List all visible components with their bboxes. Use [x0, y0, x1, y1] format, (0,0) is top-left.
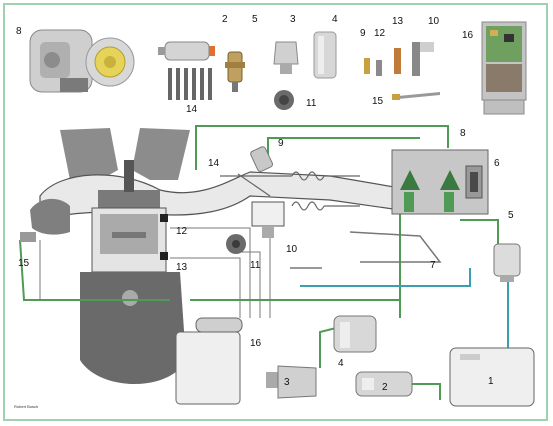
- component-label: 13: [176, 262, 188, 273]
- component-label: 12: [374, 28, 386, 39]
- component-label: 14: [208, 158, 220, 169]
- canister-icon: [175, 317, 243, 405]
- component-label: 12: [176, 226, 188, 237]
- component-label: 10: [286, 244, 298, 255]
- air-line: [220, 171, 360, 211]
- fuel-filter-icon: [266, 365, 317, 399]
- accumulator-icon: [333, 315, 377, 353]
- accumulator-icon: [313, 31, 337, 79]
- component-label: 7: [430, 260, 436, 271]
- linkage: [290, 231, 442, 269]
- component-label: 11: [306, 98, 317, 109]
- component-label: 5: [252, 14, 258, 25]
- sensor-icon: [274, 90, 294, 110]
- component-label: 5: [508, 210, 514, 221]
- component-label: 3: [284, 377, 290, 388]
- sensor-icon: [364, 42, 440, 100]
- component-label: 2: [222, 14, 228, 25]
- component-label: 2: [382, 382, 388, 393]
- component-label: 14: [186, 104, 198, 115]
- return-line: [300, 268, 509, 350]
- sensor-icon: [20, 232, 36, 242]
- component-label: 15: [372, 96, 384, 107]
- fuel-tank-icon: [449, 347, 535, 407]
- sensor-icon: [160, 214, 168, 260]
- pressure-regulator-icon: [225, 51, 245, 92]
- fuel-injector-icon: [250, 146, 273, 172]
- pressure-regulator-icon: [493, 243, 521, 282]
- component-label: 8: [16, 26, 22, 37]
- component-label: 6: [494, 158, 500, 169]
- credit-text: Robert Bosch: [14, 404, 38, 409]
- throttle-body-icon: [29, 29, 135, 93]
- component-label: 3: [290, 14, 296, 25]
- component-label: 9: [360, 28, 366, 39]
- sensor-icon: [226, 234, 246, 254]
- fuel-pump-icon: [158, 41, 215, 61]
- intake-manifold: [30, 128, 401, 235]
- throttle-valve-icon: [251, 201, 285, 238]
- component-label: 8: [460, 128, 466, 139]
- component-label: 10: [428, 16, 440, 27]
- component-label: 16: [250, 338, 262, 349]
- fuel-filter-icon: [273, 41, 299, 74]
- fuel-pump-icon: [355, 371, 413, 397]
- component-label: 13: [392, 16, 404, 27]
- component-label: 1: [488, 376, 494, 387]
- injector-set-icon: [168, 68, 212, 100]
- top-component-labels: 8 2 5 3 4 9 12 13 10 16 14 11 15: [16, 14, 474, 115]
- component-label: 4: [338, 358, 344, 369]
- main-component-labels: 9 14 8 6 5 12 15 13 10 11 7 16 4 3 2 1: [18, 128, 514, 393]
- component-label: 15: [18, 258, 30, 269]
- component-label: 16: [462, 30, 474, 41]
- component-label: 9: [278, 138, 284, 149]
- ecu-board-icon: [481, 21, 527, 115]
- component-label: 4: [332, 14, 338, 25]
- pressure-regulator-block: [391, 149, 489, 215]
- component-label: 11: [250, 260, 261, 271]
